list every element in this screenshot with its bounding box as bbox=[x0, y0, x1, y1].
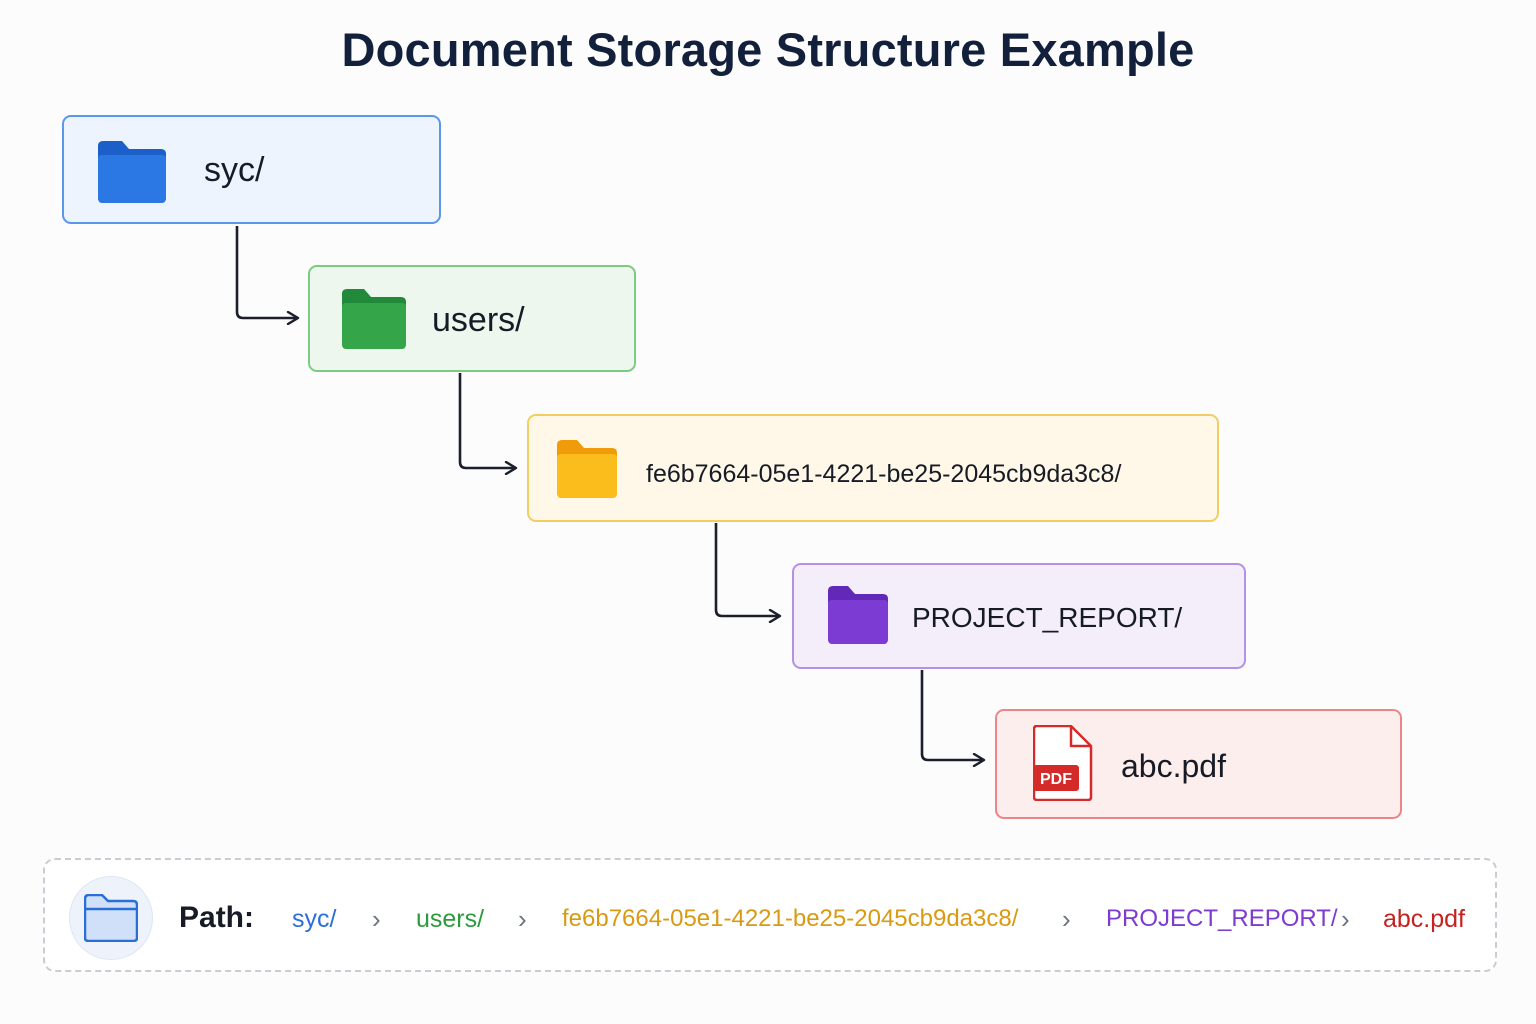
diagram-title: Document Storage Structure Example bbox=[341, 23, 1195, 76]
path-label: Path: bbox=[179, 901, 254, 934]
pdf-badge-text: PDF bbox=[1040, 771, 1072, 788]
breadcrumb-users[interactable]: users/ bbox=[416, 905, 485, 933]
node-label: users/ bbox=[432, 301, 525, 339]
breadcrumb-syc[interactable]: syc/ bbox=[292, 905, 337, 933]
chevron-right-icon: › bbox=[372, 904, 381, 934]
chevron-right-icon: › bbox=[1062, 904, 1071, 934]
node-label: PROJECT_REPORT/ bbox=[912, 602, 1183, 633]
node-label: fe6b7664-05e1-4221-be25-2045cb9da3c8/ bbox=[646, 460, 1122, 488]
node-users-folder[interactable]: users/ bbox=[308, 265, 636, 372]
arrow-syc-to-users bbox=[235, 226, 298, 318]
node-label: abc.pdf bbox=[1121, 748, 1226, 784]
node-abc-pdf-file[interactable]: PDF abc.pdf bbox=[995, 709, 1402, 819]
breadcrumb-abc-pdf[interactable]: abc.pdf bbox=[1383, 905, 1466, 933]
chevron-right-icon: › bbox=[518, 904, 527, 934]
arrow-users-to-uuid bbox=[458, 373, 516, 468]
breadcrumb-uuid[interactable]: fe6b7664-05e1-4221-be25-2045cb9da3c8/ bbox=[562, 905, 1019, 932]
path-breadcrumb-bar: Path: syc/ › users/ › fe6b7664-05e1-4221… bbox=[43, 858, 1497, 972]
arrow-project-to-file bbox=[920, 670, 984, 760]
arrow-uuid-to-project bbox=[714, 523, 780, 616]
node-project-report-folder[interactable]: PROJECT_REPORT/ bbox=[792, 563, 1246, 669]
pdf-file-icon: PDF bbox=[1032, 724, 1093, 806]
folder-icon-green bbox=[342, 289, 406, 354]
folder-icon-yellow bbox=[557, 440, 617, 503]
node-syc-folder[interactable]: syc/ bbox=[62, 115, 441, 224]
folder-icon-purple bbox=[828, 586, 888, 649]
node-label: syc/ bbox=[204, 151, 265, 189]
breadcrumb-project-report[interactable]: PROJECT_REPORT/ bbox=[1106, 905, 1338, 932]
node-uuid-folder[interactable]: fe6b7664-05e1-4221-be25-2045cb9da3c8/ bbox=[527, 414, 1219, 522]
chevron-right-icon: › bbox=[1341, 904, 1350, 934]
path-folder-badge bbox=[69, 876, 153, 960]
folder-icon-blue bbox=[98, 141, 166, 208]
